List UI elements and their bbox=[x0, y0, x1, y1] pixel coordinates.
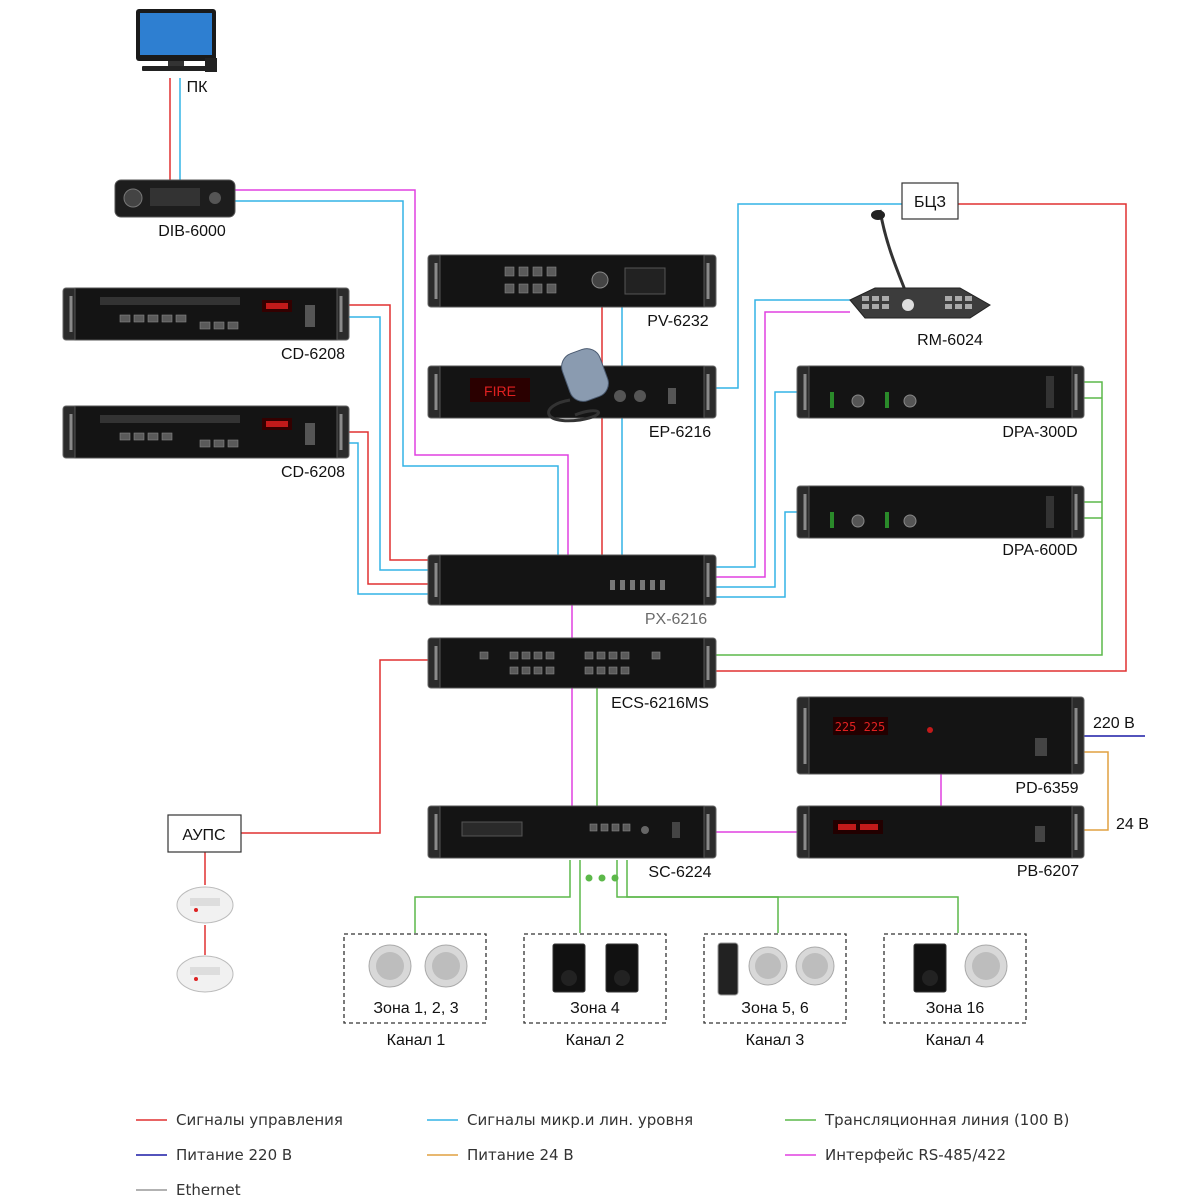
zone-group-3: Зона 5, 6 bbox=[703, 933, 847, 1024]
cabinet-speaker-icon bbox=[605, 943, 639, 993]
pc-icon bbox=[136, 9, 217, 72]
legend-text: Сигналы микр.и лин. уровня bbox=[467, 1111, 693, 1129]
wire-cd1-px-signal bbox=[348, 316, 430, 571]
ceiling-speaker-icon bbox=[964, 944, 1008, 988]
wire-rm-px-signal bbox=[716, 299, 850, 568]
cabinet-speaker-icon bbox=[552, 943, 586, 993]
wire-dpa600-px-signal bbox=[716, 511, 800, 598]
ceiling-speaker-icon bbox=[424, 944, 468, 988]
smoke-detector-icon bbox=[176, 886, 234, 924]
wire-cd2-px-control bbox=[348, 431, 430, 585]
column-speaker-icon bbox=[717, 942, 739, 996]
zone-label: Зона 16 bbox=[926, 1000, 985, 1017]
zone-label: Зона 5, 6 bbox=[741, 1000, 809, 1017]
dpa300-label: DPA-300D bbox=[1002, 424, 1077, 441]
bcz-box: БЦЗ bbox=[901, 182, 959, 220]
pb-label: PB-6207 bbox=[1017, 863, 1079, 880]
ep-label: EP-6216 bbox=[649, 424, 711, 441]
wire-sc-zone16 bbox=[626, 860, 959, 933]
aups-box: АУПС bbox=[167, 814, 242, 853]
wire-cd1-px-control bbox=[348, 304, 430, 561]
pd-6359-device: 225 225 bbox=[796, 696, 1085, 775]
aups-label: АУПС bbox=[182, 827, 225, 844]
legend-text: Интерфейс RS-485/422 bbox=[825, 1146, 1006, 1164]
legend-text: Сигналы управления bbox=[176, 1111, 343, 1129]
cd1-label: CD-6208 bbox=[281, 346, 345, 363]
dib-label: DIB-6000 bbox=[158, 223, 226, 240]
wires bbox=[169, 78, 1145, 955]
wire-sc-zone1 bbox=[414, 860, 571, 933]
ceiling-speaker-icon bbox=[368, 944, 412, 988]
legend-item-control: Сигналы управления bbox=[136, 1111, 343, 1129]
sc-label: SC-6224 bbox=[648, 864, 711, 881]
microphone-handset-icon bbox=[547, 348, 609, 423]
pb-6207-device bbox=[796, 805, 1085, 859]
pv-6232-device bbox=[427, 254, 717, 308]
ellipsis-dots bbox=[585, 874, 619, 882]
power-24-label: 24 В bbox=[1116, 816, 1149, 833]
dpa-300d-device bbox=[796, 365, 1085, 419]
channel-label: Канал 1 bbox=[387, 1032, 446, 1049]
ceiling-speaker-icon bbox=[748, 946, 788, 986]
dpa-600d-device bbox=[796, 485, 1085, 539]
cd2-label: CD-6208 bbox=[281, 464, 345, 481]
channel-label: Канал 2 bbox=[566, 1032, 625, 1049]
rm-6024-device bbox=[849, 209, 991, 319]
zone-group-1: Зона 1, 2, 3 bbox=[343, 933, 487, 1024]
wire-24v bbox=[1084, 751, 1109, 831]
legend-item-line100: Трансляционная линия (100 В) bbox=[785, 1111, 1069, 1129]
ep-display: FIRE bbox=[484, 383, 516, 399]
smoke-detector-icon bbox=[176, 955, 234, 993]
zone-label: Зона 1, 2, 3 bbox=[373, 1000, 458, 1017]
ecs-label: ECS-6216MS bbox=[611, 695, 709, 712]
pd-label: PD-6359 bbox=[1015, 780, 1078, 797]
legend-item-p24: Питание 24 В bbox=[427, 1146, 574, 1164]
px-label: PX-6216 bbox=[645, 611, 707, 628]
wire-cd2-px-signal bbox=[348, 442, 430, 595]
pd-display: 225 225 bbox=[835, 720, 886, 734]
wire-dib-px-signal bbox=[234, 200, 559, 555]
zone-label: Зона 4 bbox=[570, 1000, 620, 1017]
legend-item-p220: Питание 220 В bbox=[136, 1146, 292, 1164]
legend-text: Питание 24 В bbox=[467, 1146, 574, 1164]
dpa600-label: DPA-600D bbox=[1002, 542, 1077, 559]
legend-text: Трансляционная линия (100 В) bbox=[824, 1111, 1069, 1129]
cd-6208-device-1 bbox=[62, 287, 350, 341]
rm-label: RM-6024 bbox=[917, 332, 983, 349]
pc-label: ПК bbox=[187, 79, 209, 96]
cabinet-speaker-icon bbox=[913, 943, 947, 993]
wire-aups-ecs-control bbox=[241, 659, 430, 834]
wire-dib-px-rs485 bbox=[234, 189, 569, 555]
sc-6224-device bbox=[427, 805, 717, 859]
pv-label: PV-6232 bbox=[647, 313, 708, 330]
dib-6000-device bbox=[114, 179, 236, 218]
legend-text: Питание 220 В bbox=[176, 1146, 292, 1164]
channel-label: Канал 3 bbox=[746, 1032, 805, 1049]
legend-text: Ethernet bbox=[176, 1181, 241, 1199]
zone-group-2: Зона 4 bbox=[523, 933, 667, 1024]
zone-group-4: Зона 16 bbox=[883, 933, 1027, 1024]
legend: Сигналы управления Сигналы микр.и лин. у… bbox=[136, 1111, 1069, 1199]
px-6216-device bbox=[427, 554, 717, 606]
ceiling-speaker-icon bbox=[795, 946, 835, 986]
wire-ep-bcz-signal bbox=[716, 203, 902, 389]
wire-rm-px-rs485 bbox=[716, 311, 850, 578]
legend-item-signal: Сигналы микр.и лин. уровня bbox=[427, 1111, 693, 1129]
legend-item-ethernet: Ethernet bbox=[136, 1181, 241, 1199]
power-220-label: 220 В bbox=[1093, 715, 1135, 732]
legend-item-rs485: Интерфейс RS-485/422 bbox=[785, 1146, 1006, 1164]
cd-6208-device-2 bbox=[62, 405, 350, 459]
bcz-label: БЦЗ bbox=[914, 194, 946, 211]
channel-label: Канал 4 bbox=[926, 1032, 985, 1049]
wire-bcz-ecs-control bbox=[716, 203, 1127, 672]
ecs-6216ms-device bbox=[427, 637, 717, 689]
wire-dpa300-px-signal bbox=[716, 391, 800, 588]
